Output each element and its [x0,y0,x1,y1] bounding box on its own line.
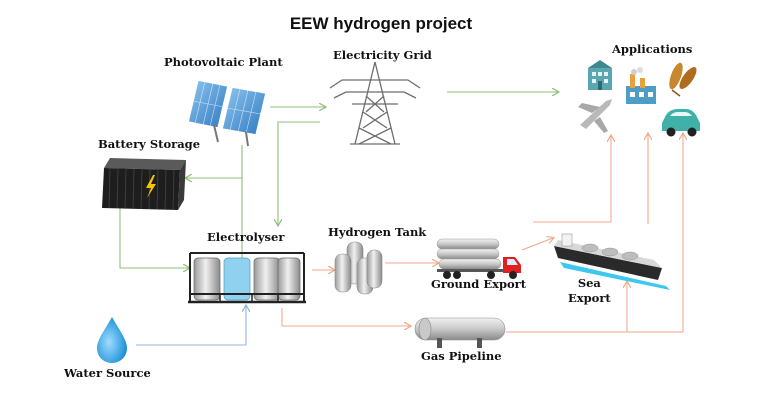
sea-export-label: Sea Export [568,276,611,306]
wheat-icon [669,62,697,97]
photovoltaic-plant-label: Photovoltaic Plant [164,55,283,69]
gas-pipeline-label: Gas Pipeline [421,349,502,363]
factory-icon [626,67,656,104]
page-title: EEW hydrogen project [289,14,473,33]
hydrogen-tank-label: Hydrogen Tank [328,225,427,239]
electrolyser-label: Electrolyser [207,230,285,244]
sea-export-label-line1: Sea [577,276,601,290]
battery-icon [102,158,186,211]
hydrogen-flow-arrows [281,134,683,333]
transmission-tower-icon [329,61,421,145]
battery-storage-label: Battery Storage [98,137,201,151]
water-drop-icon [97,317,127,363]
ship-icon [554,233,670,290]
electricity-grid-label: Electricity Grid [333,48,432,62]
electricity-flow-arrows [119,92,558,268]
electrolyser-icon [188,252,306,304]
pipeline-icon [414,317,506,348]
tanker-truck-icon [436,238,521,279]
water-source-label: Water Source [64,366,151,380]
airplane-icon [578,99,612,133]
applications-label: Applications [612,42,693,56]
car-icon [662,109,700,137]
building-icon [588,60,612,90]
solar-panel-icon [187,79,267,147]
hydrogen-tank-icon [334,241,383,295]
water-flow-arrow [136,306,246,346]
ground-export-label: Ground Export [431,277,527,291]
sea-export-label-line2: Export [568,291,611,305]
